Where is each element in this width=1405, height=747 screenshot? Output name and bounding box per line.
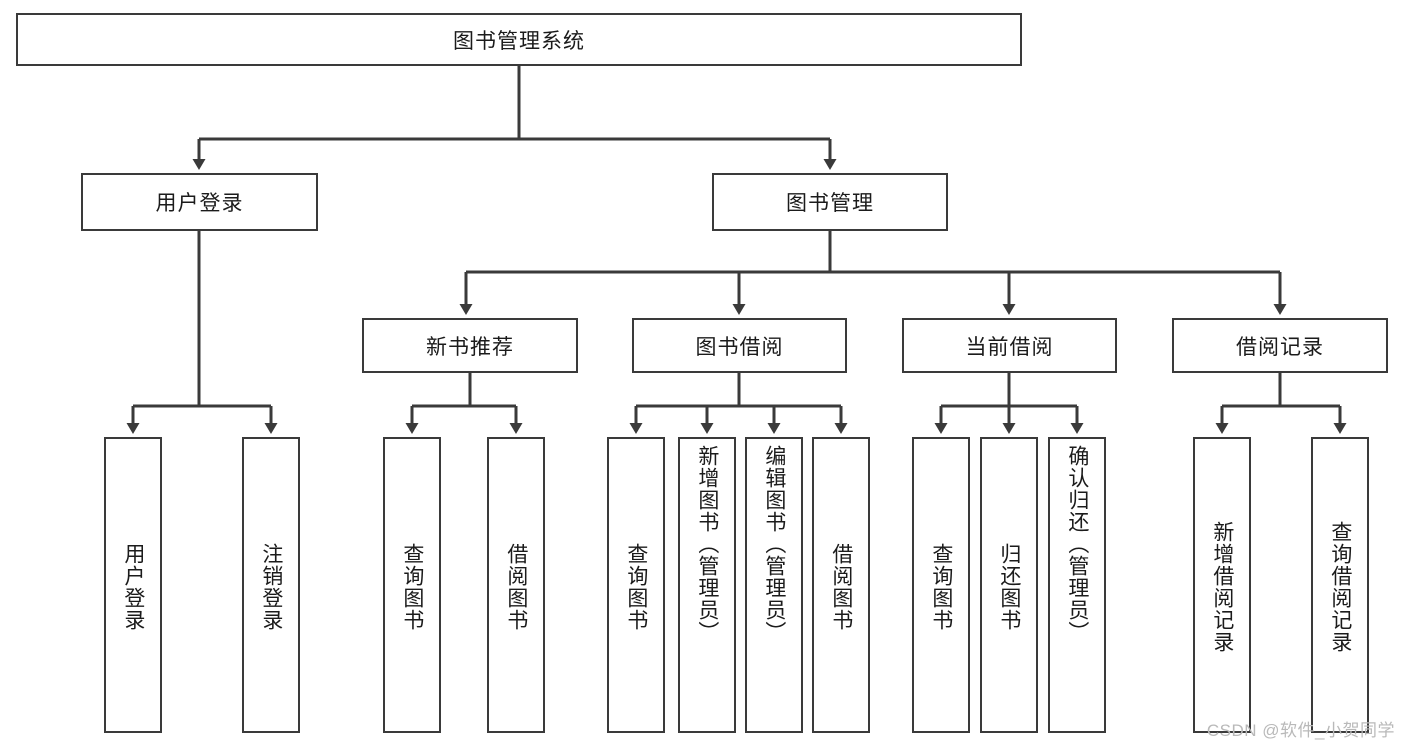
node-book-borrow[interactable]: 图书借阅 — [632, 318, 847, 373]
node-user-login[interactable]: 用户登录 — [81, 173, 318, 231]
node-book-management[interactable]: 图书管理 — [712, 173, 948, 231]
node-user-login-label: 用户登录 — [155, 192, 244, 215]
node-root-label: 图书管理系统 — [453, 29, 585, 53]
leaf-query-book-recommend[interactable]: 查询图书 — [383, 437, 441, 733]
leaf-borrow-book[interactable]: 借阅图书 — [812, 437, 870, 733]
node-new-book-recommend-label: 新书推荐 — [426, 335, 514, 359]
leaf-borrow-book-label: 借阅图书 — [829, 543, 853, 631]
leaf-query-book-borrow[interactable]: 查询图书 — [607, 437, 665, 733]
leaf-query-book-borrow-label: 查询图书 — [624, 543, 648, 631]
leaf-return-book[interactable]: 归还图书 — [980, 437, 1038, 733]
leaf-borrow-book-recommend[interactable]: 借阅图书 — [487, 437, 545, 733]
leaf-edit-book-admin[interactable]: 编辑图书（管理员） — [745, 437, 803, 733]
leaf-query-borrow-record-label: 查询借阅记录 — [1328, 521, 1352, 653]
leaf-return-book-label: 归还图书 — [997, 543, 1021, 631]
leaf-add-borrow-record-label: 新增借阅记录 — [1210, 521, 1234, 653]
leaf-logout[interactable]: 注销登录 — [242, 437, 300, 733]
leaf-query-book-current[interactable]: 查询图书 — [912, 437, 970, 733]
leaf-user-login[interactable]: 用户登录 — [104, 437, 162, 733]
node-book-borrow-label: 图书借阅 — [695, 335, 784, 359]
leaf-query-book-recommend-label: 查询图书 — [400, 543, 424, 631]
node-borrow-records[interactable]: 借阅记录 — [1172, 318, 1388, 373]
node-current-borrow-label: 当前借阅 — [965, 335, 1054, 359]
node-root[interactable]: 图书管理系统 — [16, 13, 1022, 66]
node-new-book-recommend[interactable]: 新书推荐 — [362, 318, 578, 373]
leaf-query-borrow-record[interactable]: 查询借阅记录 — [1311, 437, 1369, 733]
leaf-query-book-current-label: 查询图书 — [929, 543, 953, 631]
leaf-confirm-return-admin-label: 确认归还（管理员） — [1065, 445, 1089, 643]
node-book-management-label: 图书管理 — [786, 192, 874, 215]
leaf-borrow-book-recommend-label: 借阅图书 — [504, 543, 528, 631]
csdn-watermark: CSDN @软件_小贺同学 — [1206, 721, 1395, 740]
leaf-edit-book-admin-label: 编辑图书（管理员） — [762, 445, 786, 643]
leaf-add-book-admin[interactable]: 新增图书（管理员） — [678, 437, 736, 733]
leaf-logout-label: 注销登录 — [259, 543, 283, 631]
leaf-confirm-return-admin[interactable]: 确认归还（管理员） — [1048, 437, 1106, 733]
leaf-add-borrow-record[interactable]: 新增借阅记录 — [1193, 437, 1251, 733]
node-borrow-records-label: 借阅记录 — [1236, 335, 1324, 359]
leaf-user-login-label: 用户登录 — [121, 543, 145, 631]
node-current-borrow[interactable]: 当前借阅 — [902, 318, 1117, 373]
leaf-add-book-admin-label: 新增图书（管理员） — [695, 445, 719, 643]
